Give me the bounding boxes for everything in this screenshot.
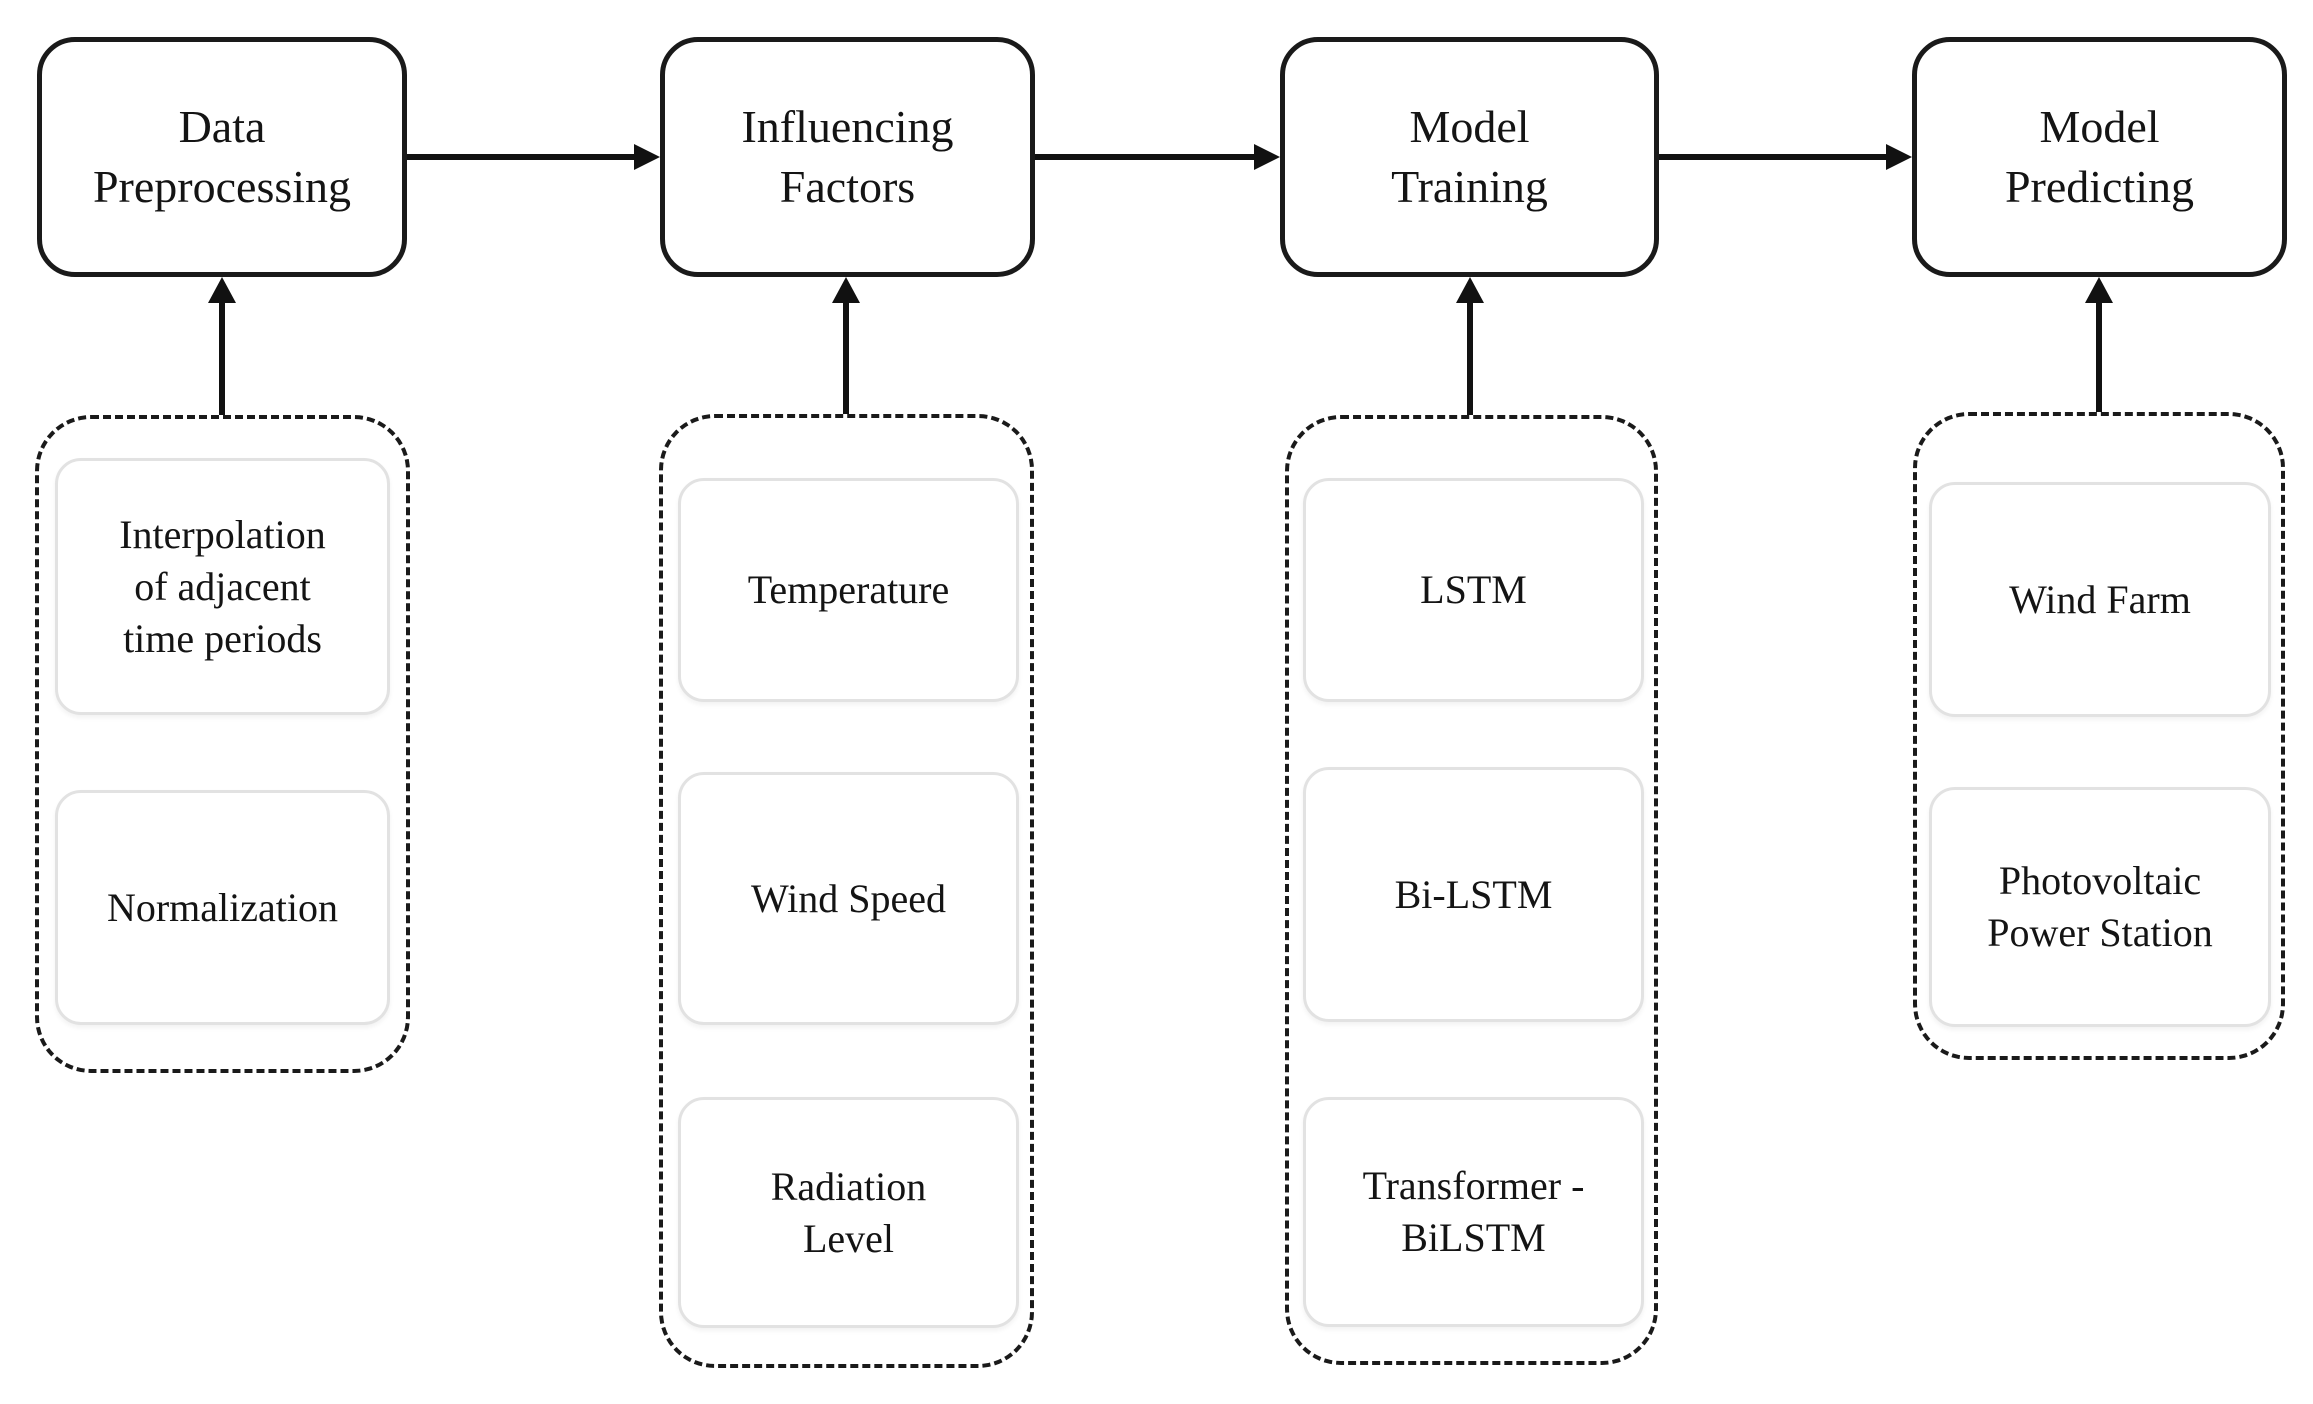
item-interpolation-adjacent-time-periods: Interpolation of adjacent time periods — [55, 458, 390, 715]
item-temperature: Temperature — [678, 478, 1019, 702]
item-lstm: LSTM — [1303, 478, 1644, 702]
arrow-shaft — [2096, 297, 2102, 412]
arrow-up-to-predicting — [2085, 277, 2113, 412]
arrow-shaft — [407, 154, 638, 160]
item-label: Interpolation of adjacent time periods — [119, 511, 326, 661]
item-label: Wind Speed — [750, 875, 947, 921]
arrow-shaft — [1659, 154, 1890, 160]
arrow-head-right — [634, 144, 660, 170]
arrow-training-to-predicting — [1659, 144, 1912, 170]
stage-label-model-predicting: Model Predicting — [2004, 101, 2195, 212]
item-transformer-bilstm: Transformer - BiLSTM — [1303, 1097, 1644, 1327]
item-bi-lstm: Bi-LSTM — [1303, 767, 1644, 1022]
stage-label-influencing-factors: Influencing Factors — [741, 101, 954, 212]
item-label: Transformer - BiLSTM — [1362, 1163, 1585, 1260]
arrow-shaft — [843, 297, 849, 414]
item-normalization: Normalization — [55, 790, 390, 1025]
item-label: Radiation Level — [770, 1163, 927, 1261]
item-label: Bi-LSTM — [1394, 871, 1553, 917]
item-label: Temperature — [747, 567, 950, 612]
stage-label-data-preprocessing: Data Preprocessing — [92, 101, 352, 212]
stage-label-model-training: Model Training — [1391, 101, 1548, 212]
arrow-up-to-preprocessing — [208, 277, 236, 415]
arrow-shaft — [1035, 154, 1258, 160]
stage-box-model-training: Model Training — [1280, 37, 1659, 277]
stage-box-influencing-factors: Influencing Factors — [660, 37, 1035, 277]
arrow-preprocessing-to-factors — [407, 144, 660, 170]
arrow-up-to-factors — [832, 277, 860, 414]
item-photovoltaic-power-station: Photovoltaic Power Station — [1929, 787, 2271, 1027]
item-label: LSTM — [1420, 567, 1527, 612]
group-influencing-factors-items: Temperature Wind Speed Radiation Level — [659, 414, 1034, 1368]
stage-box-model-predicting: Model Predicting — [1912, 37, 2287, 277]
item-wind-farm: Wind Farm — [1929, 482, 2271, 717]
group-model-predicting-items: Wind Farm Photovoltaic Power Station — [1913, 412, 2285, 1060]
item-label: Normalization — [106, 884, 339, 930]
arrow-head-right — [1886, 144, 1912, 170]
item-radiation-level: Radiation Level — [678, 1097, 1019, 1328]
arrow-shaft — [1467, 297, 1473, 415]
group-data-preprocessing-items: Interpolation of adjacent time periods N… — [35, 415, 410, 1073]
arrow-shaft — [219, 297, 225, 415]
item-wind-speed: Wind Speed — [678, 772, 1019, 1025]
item-label: Photovoltaic Power Station — [1987, 858, 2213, 955]
stage-box-data-preprocessing: Data Preprocessing — [37, 37, 407, 277]
arrow-up-to-training — [1456, 277, 1484, 415]
arrow-factors-to-training — [1035, 144, 1280, 170]
arrow-head-right — [1254, 144, 1280, 170]
group-model-training-items: LSTM Bi-LSTM Transformer - BiLSTM — [1285, 415, 1658, 1365]
item-label: Wind Farm — [2009, 576, 2191, 622]
